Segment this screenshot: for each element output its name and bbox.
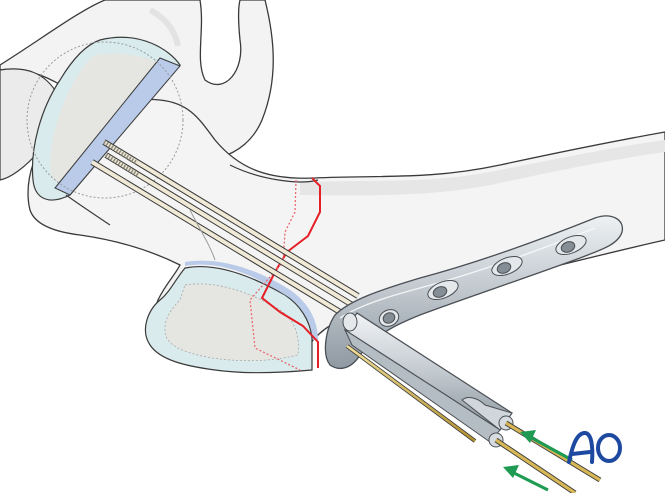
- guide-wire-1: [102, 139, 360, 299]
- arrow-icon: [503, 430, 573, 492]
- ao-logo: [567, 431, 622, 464]
- femoral-head: [26, 36, 184, 226]
- k-wires: [345, 344, 602, 493]
- guide-wire-2: [104, 152, 356, 309]
- plate-hole: [378, 234, 587, 327]
- blade-plate: [324, 215, 624, 369]
- drill-sleeve: [342, 312, 514, 448]
- guide-wire-3: [90, 159, 352, 321]
- lesser-trochanter: [145, 260, 318, 374]
- guide-wires: [90, 139, 360, 321]
- direction-arrows: [503, 430, 573, 492]
